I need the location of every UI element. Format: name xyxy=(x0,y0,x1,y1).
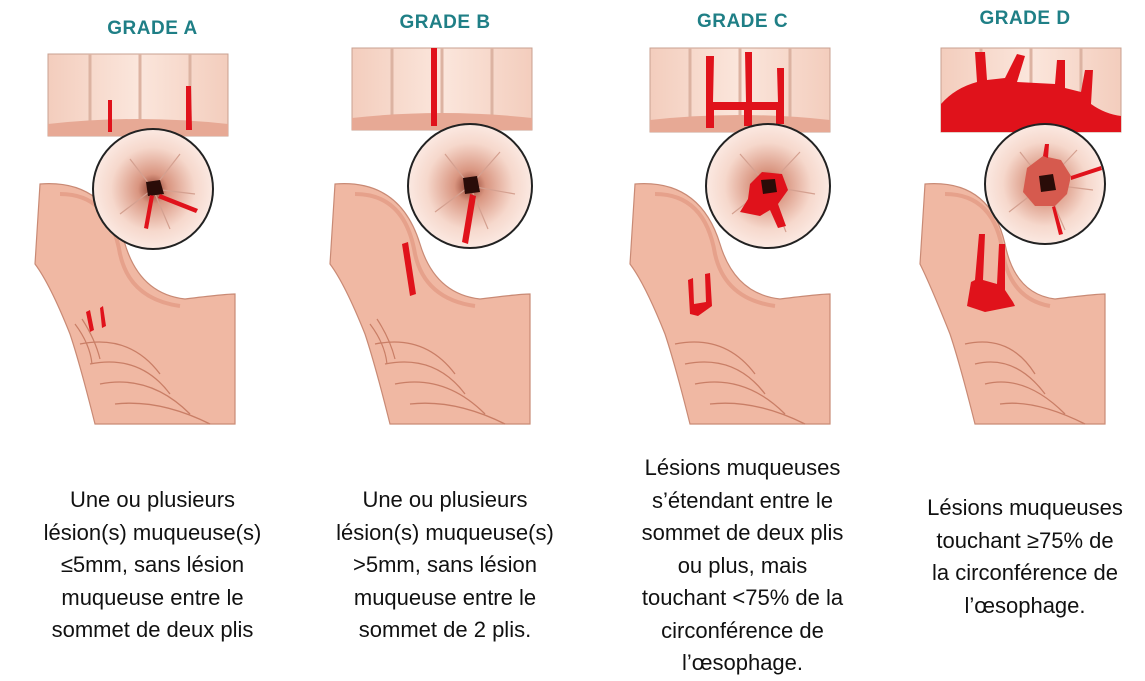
mucosal-folds-panel xyxy=(48,54,228,136)
grade-description: Une ou plusieurs lésion(s) muqueuse(s) ≤… xyxy=(20,484,285,647)
endoscopic-view xyxy=(93,129,213,249)
grade-title: GRADE C xyxy=(610,11,875,33)
endoscopic-view xyxy=(985,124,1105,244)
lesion-mark xyxy=(186,86,192,130)
grade-title: GRADE A xyxy=(20,18,285,40)
grade-title: GRADE D xyxy=(905,8,1145,30)
lesion-mark xyxy=(431,48,437,126)
mucosal-folds-panel xyxy=(352,48,532,130)
grade-d-column: GRADE D Lésions muqueuses touchant ≥75% … xyxy=(905,0,1145,681)
grade-d-illustration xyxy=(905,44,1145,434)
grade-b-illustration xyxy=(320,44,570,434)
mucosal-folds-panel xyxy=(941,48,1121,132)
endoscopic-view xyxy=(408,124,532,248)
endoscopic-view xyxy=(706,124,830,248)
grade-a-column: GRADE A Une ou plusieurs lésion(s) xyxy=(20,0,285,681)
lesion-mark xyxy=(108,100,112,132)
mucosal-folds-panel xyxy=(650,48,830,132)
grade-description: Lésions muqueuses s’étendant entre le so… xyxy=(610,452,875,680)
grade-description: Une ou plusieurs lésion(s) muqueuse(s) >… xyxy=(320,484,570,647)
grade-c-illustration xyxy=(610,44,875,434)
grade-description: Lésions muqueuses touchant ≥75% de la ci… xyxy=(905,492,1145,622)
grade-a-illustration xyxy=(20,44,285,434)
grade-c-column: GRADE C Lésions muqueuses s’étendant ent… xyxy=(610,0,875,681)
grade-title: GRADE B xyxy=(320,12,570,34)
grade-b-column: GRADE B Une ou plusieurs lésion(s) muque… xyxy=(320,0,570,681)
